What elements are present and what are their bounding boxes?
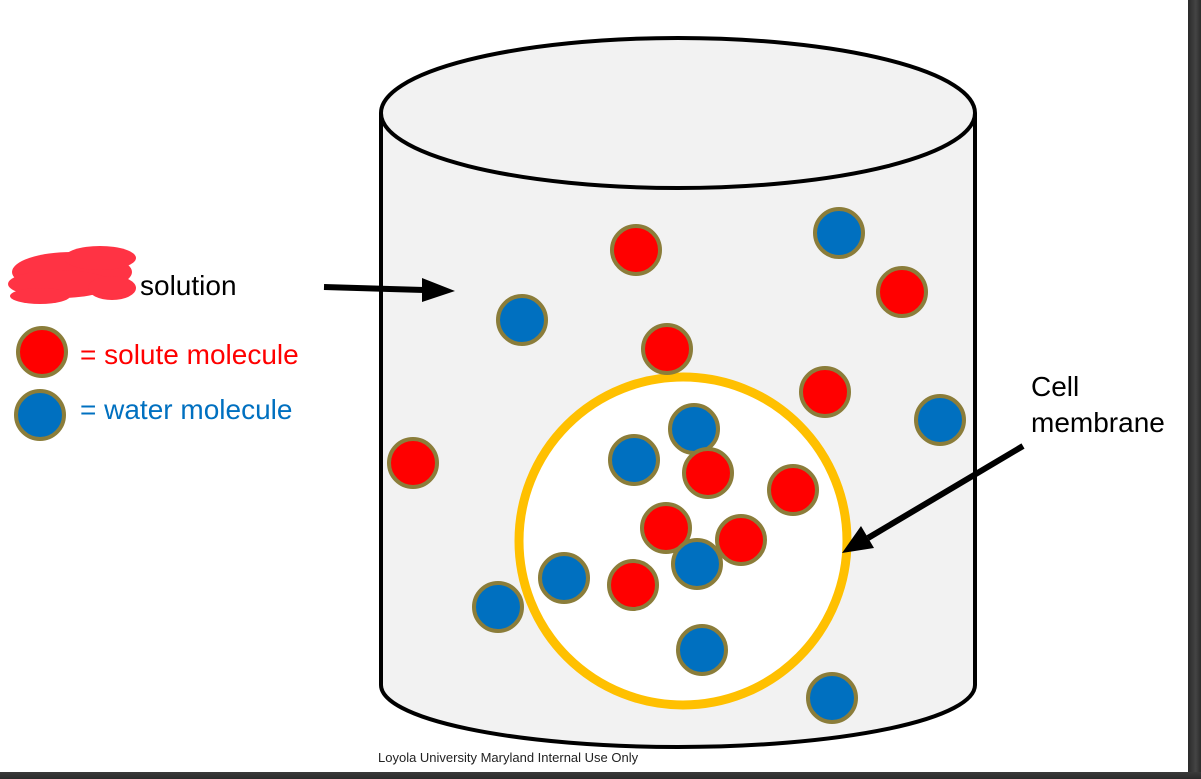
- solute-molecule: [641, 323, 693, 375]
- solute-molecule: [682, 447, 734, 499]
- water-molecule: [538, 552, 590, 604]
- water-molecule: [668, 403, 720, 455]
- membrane-label-line1: Cell: [1031, 371, 1079, 402]
- solute-molecule: [876, 266, 928, 318]
- water-molecule: [671, 538, 723, 590]
- legend-water-label: = water molecule: [80, 394, 292, 425]
- solute-molecule: [640, 502, 692, 554]
- window-edge-bottom: [0, 772, 1201, 779]
- cylinder-top: [379, 36, 977, 190]
- membrane-label-line2: membrane: [1031, 407, 1165, 438]
- solute-molecule: [715, 514, 767, 566]
- solute-molecule: [607, 559, 659, 611]
- solute-molecule: [799, 366, 851, 418]
- solute-molecule: [610, 224, 662, 276]
- water-molecule: [914, 394, 966, 446]
- legend-solute-swatch: [16, 326, 68, 378]
- inside-molecules: [538, 403, 819, 676]
- solution-label: solution: [140, 270, 237, 301]
- solution-arrow: [323, 278, 455, 302]
- water-molecule: [496, 294, 548, 346]
- footer-text: Loyola University Maryland Internal Use …: [378, 750, 639, 765]
- water-molecule: [813, 207, 865, 259]
- window-edge-right: [1188, 0, 1201, 779]
- outside-molecules: [387, 207, 966, 724]
- water-molecule: [472, 581, 524, 633]
- legend-solute-label: = solute molecule: [80, 339, 299, 370]
- membrane-arrow: [842, 443, 1025, 553]
- water-molecule: [676, 624, 728, 676]
- water-molecule: [806, 672, 858, 724]
- redaction-scribble: [8, 246, 136, 304]
- water-molecule: [608, 434, 660, 486]
- legend-water-swatch: [14, 389, 66, 441]
- solute-molecule: [767, 464, 819, 516]
- solute-molecule: [387, 437, 439, 489]
